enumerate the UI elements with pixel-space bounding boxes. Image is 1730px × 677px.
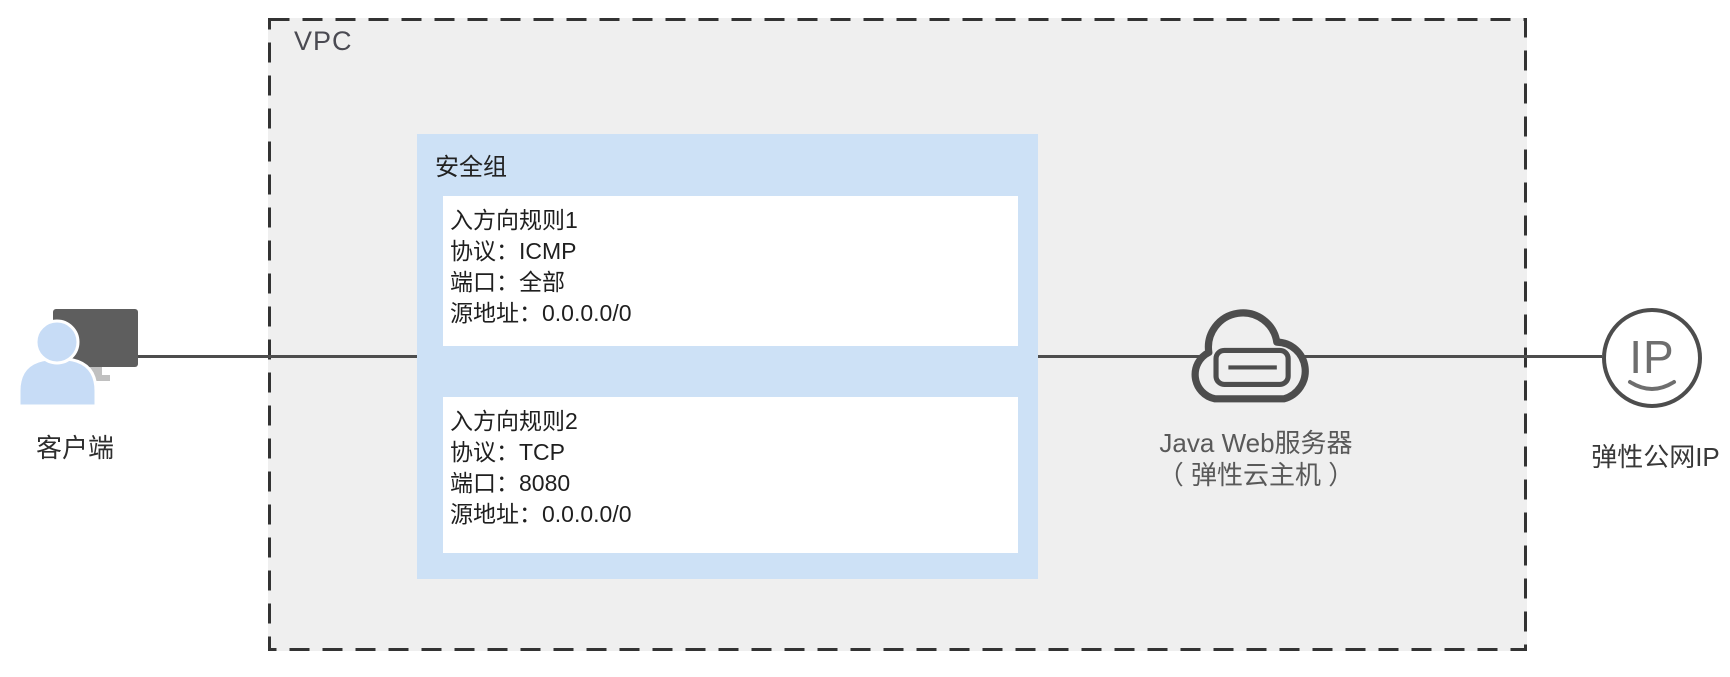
- server-label: Java Web服务器 （ 弹性云主机 ）: [1106, 427, 1406, 491]
- security-group-label: 安全组: [435, 154, 507, 181]
- rule-2-source: 源地址：0.0.0.0/0: [450, 501, 632, 527]
- rule-1-source: 源地址：0.0.0.0/0: [450, 300, 632, 326]
- security-group-box: 安全组 入方向规则1 协议：ICMP 端口：全部 源地址：0.0.0.0/0 入…: [417, 134, 1038, 579]
- rule-2-title: 入方向规则2: [450, 408, 578, 434]
- client-label: 客户端: [35, 433, 114, 463]
- eip-icon-text: IP: [1629, 331, 1674, 383]
- vpc-container: VPC 安全组 入方向规则1 协议：ICMP 端口：全部 源地址：0.0.0.0…: [268, 18, 1527, 651]
- inbound-rule-2-box: 入方向规则2 协议：TCP 端口：8080 源地址：0.0.0.0/0: [443, 397, 1018, 553]
- rule-2-protocol: 协议：TCP: [450, 439, 565, 465]
- rule-1-port: 端口：全部: [450, 269, 565, 295]
- client-workstation-icon: [18, 309, 138, 408]
- elastic-ip-icon: IP: [1602, 308, 1702, 408]
- person-body-shape: [18, 357, 98, 408]
- vpc-label: VPC: [294, 26, 353, 56]
- eip-label: 弹性公网IP: [1591, 442, 1720, 472]
- person-head-shape: [34, 319, 80, 365]
- server-label-line2: （ 弹性云主机 ）: [1157, 460, 1355, 490]
- cloud-server-icon: [1191, 309, 1309, 403]
- vpc-dashed-border: [268, 18, 1527, 651]
- inbound-rule-1-box: 入方向规则1 协议：ICMP 端口：全部 源地址：0.0.0.0/0: [443, 196, 1018, 346]
- eip-smile-arc: [1628, 380, 1676, 391]
- connector-client-to-security-group: [137, 355, 417, 358]
- connector-security-group-to-eip: [1038, 355, 1602, 358]
- rule-1-title: 入方向规则1: [450, 207, 578, 233]
- rule-1-protocol: 协议：ICMP: [450, 238, 577, 264]
- server-label-line1: Java Web服务器: [1159, 428, 1353, 458]
- rule-2-port: 端口：8080: [450, 470, 571, 496]
- monitor-stand-neck: [88, 367, 102, 376]
